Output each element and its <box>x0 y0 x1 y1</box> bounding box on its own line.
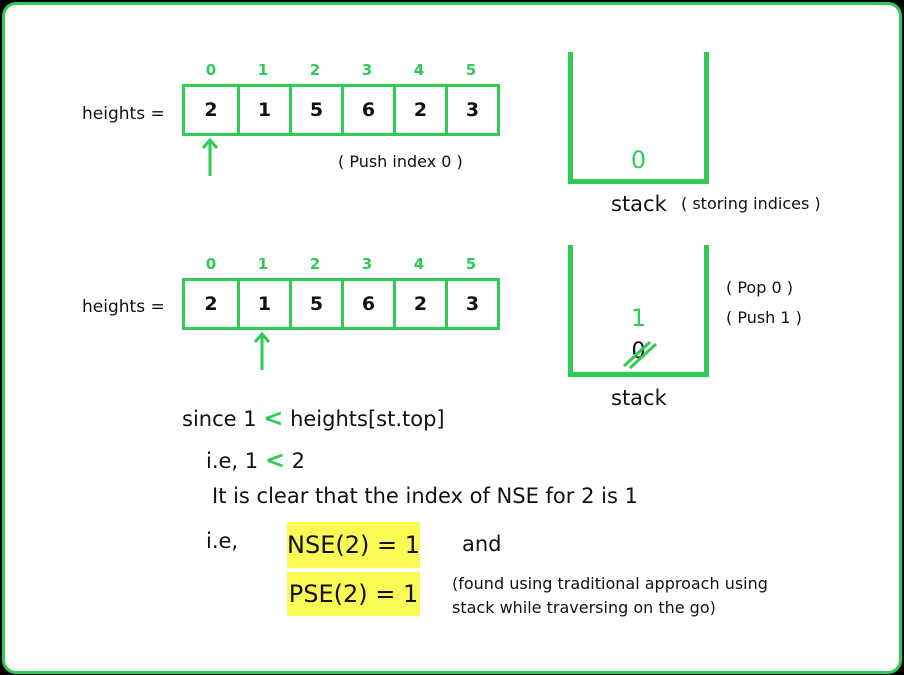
array-cell: 5 <box>289 281 341 327</box>
stack-label-1: stack <box>611 192 667 216</box>
array-cell: 5 <box>289 87 341 133</box>
index-label: 5 <box>465 255 477 273</box>
array-cell: 1 <box>237 281 289 327</box>
push-note: ( Push index 0 ) <box>338 152 463 171</box>
pop-note: ( Pop 0 ) <box>726 278 793 297</box>
index-label: 1 <box>257 255 269 273</box>
index-label: 0 <box>205 61 217 79</box>
stack-label-2: stack <box>611 386 667 410</box>
found-note-line: stack while traversing on the go) <box>452 598 716 617</box>
index-label: 0 <box>205 255 217 273</box>
and-text: and <box>462 532 502 556</box>
ie-post: 2 <box>291 449 306 473</box>
index-label: 1 <box>257 61 269 79</box>
array-cell: 3 <box>445 87 497 133</box>
stack-item: 0 <box>630 146 647 174</box>
heights-label-2: heights = <box>82 297 165 317</box>
heights-array-2: 2 1 5 6 2 3 <box>182 278 500 330</box>
index-label: 2 <box>309 255 321 273</box>
array-cell: 2 <box>204 99 218 121</box>
stack-container-1 <box>568 52 709 184</box>
conclusion-text: It is clear that the index of NSE for 2 … <box>212 484 638 508</box>
since-post: heights[st.top] <box>290 407 445 431</box>
ie-statement: i.e, 1 < 2 <box>206 446 305 474</box>
array-cell: 6 <box>341 87 393 133</box>
index-label: 4 <box>413 255 425 273</box>
pse-result: PSE(2) = 1 <box>287 572 420 616</box>
index-label: 4 <box>413 61 425 79</box>
pointer-arrow-icon <box>253 331 271 370</box>
array-cell: 6 <box>341 281 393 327</box>
found-note: (found using traditional approach using … <box>452 572 768 620</box>
index-label: 5 <box>465 61 477 79</box>
array-cell: 2 <box>204 293 218 315</box>
heights-array-1: 2 1 5 6 2 3 <box>182 84 500 136</box>
stack-note: ( storing indices ) <box>681 194 821 213</box>
index-label: 2 <box>309 61 321 79</box>
array-cell: 2 <box>393 281 445 327</box>
ie-pre: i.e, 1 <box>206 449 259 473</box>
stack-container-2 <box>568 245 709 377</box>
array-cell: 2 <box>393 87 445 133</box>
nse-result: NSE(2) = 1 <box>287 522 420 568</box>
array-cell: 1 <box>237 87 289 133</box>
since-pre: since 1 <box>182 407 257 431</box>
found-note-line: (found using traditional approach using <box>452 574 768 593</box>
index-label: 3 <box>361 61 373 79</box>
ie-label: i.e, <box>206 529 239 553</box>
heights-label-1: heights = <box>82 104 165 124</box>
stack-top-item: 1 <box>630 304 647 332</box>
array-cell: 3 <box>445 281 497 327</box>
strikethrough-icon <box>622 340 658 370</box>
pointer-arrow-icon <box>201 137 219 176</box>
less-than-symbol: < <box>264 446 285 474</box>
index-label: 3 <box>361 255 373 273</box>
push-note-2: ( Push 1 ) <box>726 308 802 327</box>
since-statement: since 1 < heights[st.top] <box>182 404 445 432</box>
less-than-symbol: < <box>263 404 284 432</box>
